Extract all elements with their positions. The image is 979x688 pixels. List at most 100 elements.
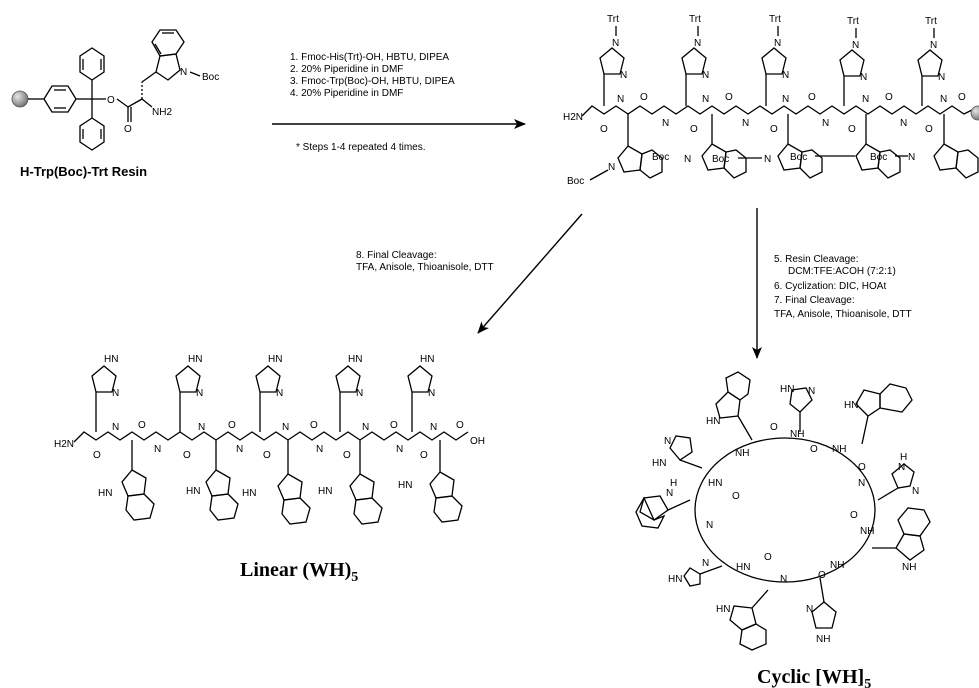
svg-text:Trt: Trt (607, 14, 619, 25)
svg-text:N: N (852, 40, 859, 51)
svg-text:N: N (780, 574, 787, 585)
svg-text:N: N (782, 70, 789, 81)
step-left-text: 8. Final Cleavage: TFA, Anisole, Thioani… (356, 250, 494, 273)
svg-text:HN: HN (188, 354, 202, 365)
svg-text:HN: HN (186, 486, 200, 497)
svg-text:N: N (742, 118, 749, 129)
step-3: 3. Fmoc-Trp(Boc)-OH, HBTU, DIPEA (290, 76, 455, 87)
svg-text:Boc: Boc (712, 154, 729, 165)
svg-text:HN: HN (242, 488, 256, 499)
step-6: 6. Cyclization: DIC, HOAt (774, 281, 886, 292)
svg-text:O: O (958, 92, 966, 103)
svg-text:N: N (282, 422, 289, 433)
svg-text:O: O (925, 124, 933, 135)
svg-text:HN: HN (708, 478, 722, 489)
svg-text:O: O (858, 462, 866, 473)
svg-text:H: H (900, 452, 907, 463)
svg-text:N: N (694, 38, 701, 49)
svg-text:Boc: Boc (652, 152, 669, 163)
pp-his-trt-groups: N N Trt N N Trt N N Trt N N Trt N (599, 14, 945, 106)
svg-text:HN: HN (318, 486, 332, 497)
svg-text:NH: NH (902, 562, 916, 573)
svg-text:N: N (430, 422, 437, 433)
svg-text:H: H (670, 478, 677, 489)
svg-text:N: N (930, 40, 937, 51)
cyclic-name: Cyclic [WH]5 (757, 666, 871, 688)
svg-text:HN: HN (706, 416, 720, 427)
svg-text:HN: HN (268, 354, 282, 365)
svg-text:N: N (154, 444, 161, 455)
svg-text:Boc: Boc (790, 152, 807, 163)
svg-text:O: O (764, 552, 772, 563)
svg-text:N: N (620, 70, 627, 81)
svg-text:N: N (938, 72, 945, 83)
svg-text:OH: OH (470, 436, 485, 447)
svg-text:N: N (702, 558, 709, 569)
svg-text:N: N (806, 604, 813, 615)
svg-text:N: N (860, 72, 867, 83)
svg-text:NH: NH (830, 560, 844, 571)
svg-text:O: O (228, 420, 236, 431)
svg-text:O: O (343, 450, 351, 461)
step-7: 7. Final Cleavage: (774, 295, 855, 306)
svg-text:Boc: Boc (870, 152, 887, 163)
svg-text:Trt: Trt (847, 16, 859, 27)
svg-text:N: N (276, 388, 283, 399)
svg-text:N: N (862, 94, 869, 105)
svg-text:O: O (640, 92, 648, 103)
svg-text:O: O (808, 92, 816, 103)
svg-text:O: O (263, 450, 271, 461)
step-5: 5. Resin Cleavage: (774, 254, 859, 265)
cyclic-his-rings: HN N H N N HN N HN N N NH (652, 384, 919, 645)
svg-text:N: N (112, 422, 119, 433)
linear-trp-rings: HN HN HN HN HN (98, 440, 463, 525)
svg-text:HN: HN (420, 354, 434, 365)
svg-text:O: O (770, 124, 778, 135)
svg-text:N: N (356, 388, 363, 399)
svg-text:N: N (706, 520, 713, 531)
svg-text:Trt: Trt (689, 14, 701, 25)
resin-o-label: O (107, 95, 115, 106)
linear-name: Linear (WH)5 (240, 559, 358, 585)
svg-text:HN: HN (98, 488, 112, 499)
svg-text:HN: HN (736, 562, 750, 573)
resin-bead (11, 90, 29, 108)
svg-text:N: N (236, 444, 243, 455)
step-top-text: 1. Fmoc-His(Trt)-OH, HBTU, DIPEA 2. 20% … (290, 52, 455, 153)
svg-text:O: O (390, 420, 398, 431)
svg-text:N: N (900, 118, 907, 129)
svg-text:N: N (196, 388, 203, 399)
svg-text:N: N (898, 462, 905, 473)
svg-text:HN: HN (780, 384, 794, 395)
pp-backbone-labels: O O O O O O O O O O N N N N N N N N N (600, 92, 966, 135)
svg-text:N: N (764, 154, 771, 165)
resin-nh2-label: NH2 (152, 107, 172, 118)
svg-text:N: N (702, 94, 709, 105)
svg-text:Trt: Trt (925, 16, 937, 27)
step-7-reagents: TFA, Anisole, Thioanisole, DTT (774, 309, 912, 320)
svg-text:O: O (93, 450, 101, 461)
cyclic-backbone (694, 437, 876, 583)
svg-text:O: O (810, 444, 818, 455)
svg-text:N: N (662, 118, 669, 129)
svg-text:HN: HN (716, 604, 730, 615)
svg-text:N: N (316, 444, 323, 455)
svg-text:NH: NH (816, 634, 830, 645)
svg-text:N: N (808, 386, 815, 397)
step-2: 2. 20% Piperidine in DMF (290, 64, 403, 75)
svg-text:N: N (396, 444, 403, 455)
svg-text:N: N (782, 94, 789, 105)
svg-text:NH: NH (860, 526, 874, 537)
svg-text:N: N (198, 422, 205, 433)
svg-text:N: N (702, 70, 709, 81)
svg-text:N: N (940, 94, 947, 105)
svg-text:O: O (732, 491, 740, 502)
svg-text:O: O (770, 422, 778, 433)
repeat-note: * Steps 1-4 repeated 4 times. (296, 142, 426, 153)
svg-text:NH: NH (735, 448, 749, 459)
svg-text:NH: NH (790, 429, 804, 440)
linear-his-rings: HN N HN N HN N HN N HN N (91, 354, 435, 432)
step-8: 8. Final Cleavage: (356, 250, 437, 261)
svg-text:N: N (822, 118, 829, 129)
